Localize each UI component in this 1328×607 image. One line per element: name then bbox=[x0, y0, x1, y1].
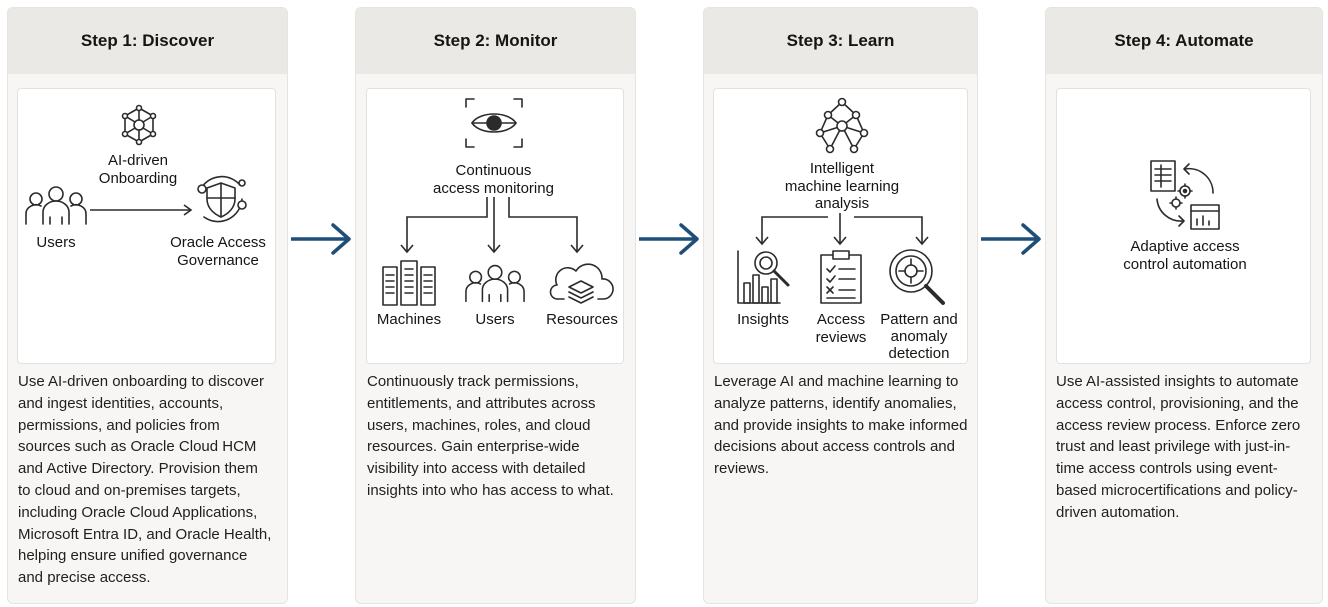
access-reviews-label: Access reviews bbox=[815, 311, 867, 346]
step-1-title: Step 1: Discover bbox=[8, 8, 287, 74]
chart-magnifier-icon bbox=[737, 250, 790, 304]
users-group-icon bbox=[25, 186, 87, 225]
automation-label: Adaptive access control automation bbox=[1123, 238, 1247, 273]
step-2-card: Step 2: Monitor Continuous access monito… bbox=[355, 7, 636, 604]
monitoring-label: Continuous access monitoring bbox=[433, 162, 554, 197]
users-group-icon bbox=[465, 264, 525, 303]
users-label: Users bbox=[36, 234, 76, 251]
step-2-panel: Continuous access monitoring M bbox=[366, 88, 624, 364]
step-3-title: Step 3: Learn bbox=[704, 8, 977, 74]
resources-label: Resources bbox=[546, 311, 618, 328]
step-arrow-1 bbox=[291, 223, 351, 255]
step-4-panel: Adaptive access control automation bbox=[1056, 88, 1311, 364]
target-magnifier-icon bbox=[889, 249, 945, 305]
step-4-card: Step 4: Automate bbox=[1045, 7, 1323, 604]
users-label: Users bbox=[475, 311, 515, 328]
machines-label: Machines bbox=[376, 311, 442, 328]
step-2-description: Continuously track permissions, entitlem… bbox=[367, 373, 614, 499]
automation-cycle-icon bbox=[1150, 160, 1220, 230]
eye-scan-icon bbox=[465, 98, 523, 148]
checklist-icon bbox=[820, 250, 862, 304]
step-3-card: Step 3: Learn Intelligent machine learni… bbox=[703, 7, 978, 604]
step-1-card: Step 1: Discover AI-driven Onboarding bbox=[7, 7, 288, 604]
branch-arrows bbox=[400, 197, 584, 254]
step-3-panel: Intelligent machine learning analysis In… bbox=[713, 88, 968, 364]
flow-arrow bbox=[90, 204, 193, 216]
step-arrow-3 bbox=[981, 223, 1041, 255]
step-4-title: Step 4: Automate bbox=[1046, 8, 1322, 74]
shield-gear-icon bbox=[197, 175, 247, 223]
onboarding-label: AI-driven Onboarding bbox=[98, 152, 178, 187]
pattern-label: Pattern and anomaly detection bbox=[880, 311, 958, 362]
insights-label: Insights bbox=[737, 311, 789, 328]
step-4-description: Use AI-assisted insights to automate acc… bbox=[1056, 373, 1301, 521]
cloud-stack-icon bbox=[549, 263, 614, 304]
step-arrow-2 bbox=[639, 223, 699, 255]
step-1-panel: AI-driven Onboarding Users bbox=[17, 88, 276, 364]
neural-network-icon bbox=[815, 97, 869, 154]
branch-arrows bbox=[755, 213, 929, 246]
analysis-label: Intelligent machine learning analysis bbox=[784, 160, 900, 212]
step-3-description: Leverage AI and machine learning to anal… bbox=[714, 373, 968, 478]
network-node-icon bbox=[121, 104, 157, 146]
step-2-title: Step 2: Monitor bbox=[356, 8, 635, 74]
governance-label: Oracle Access Governance bbox=[170, 234, 266, 269]
step-1-description: Use AI-driven onboarding to discover and… bbox=[18, 373, 272, 587]
server-rack-icon bbox=[382, 260, 436, 306]
